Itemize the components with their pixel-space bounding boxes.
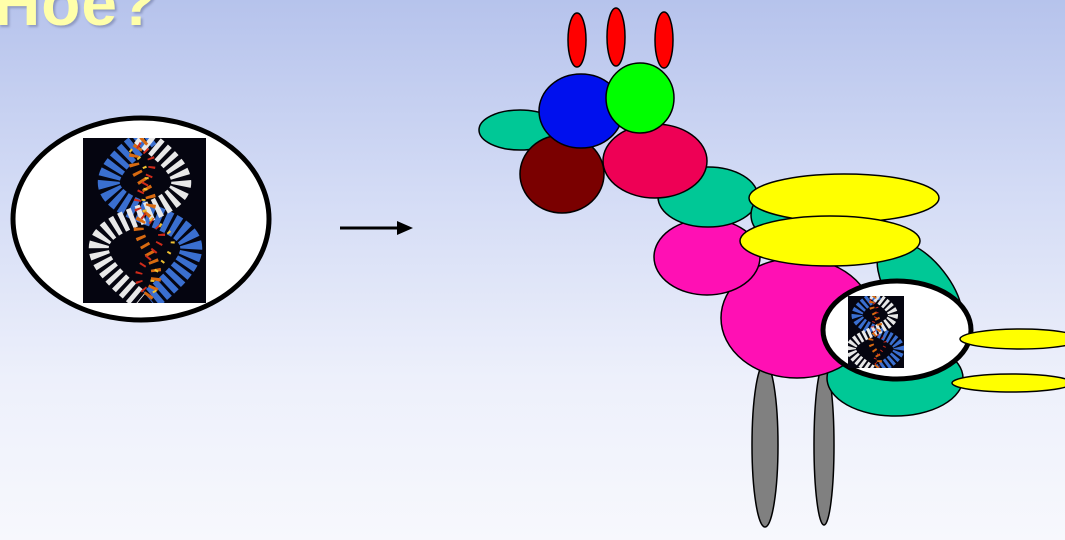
arrow-right-icon: [340, 221, 413, 235]
yellow-bar-mid: [739, 215, 921, 267]
dna-helix-strands: [88, 138, 203, 303]
dna-circle: [10, 115, 272, 323]
red-antenna-2: [606, 7, 626, 67]
slide-title: Hoe?: [0, 0, 158, 39]
yellow-bar-top: [748, 173, 940, 223]
yellow-tail-1: [959, 328, 1065, 350]
red-antenna-1: [567, 12, 587, 68]
bound-dna-circle: [820, 278, 974, 382]
red-antenna-3: [654, 11, 674, 69]
crimson-domain: [602, 123, 708, 199]
magenta-mid: [653, 218, 761, 296]
yellow-tail-2: [951, 373, 1065, 393]
dna-helix-image: [83, 138, 206, 303]
protein-complex: [478, 7, 1065, 528]
green-domain: [605, 62, 675, 134]
bound-dna-image: [848, 296, 904, 368]
gray-leg-1: [751, 362, 779, 528]
